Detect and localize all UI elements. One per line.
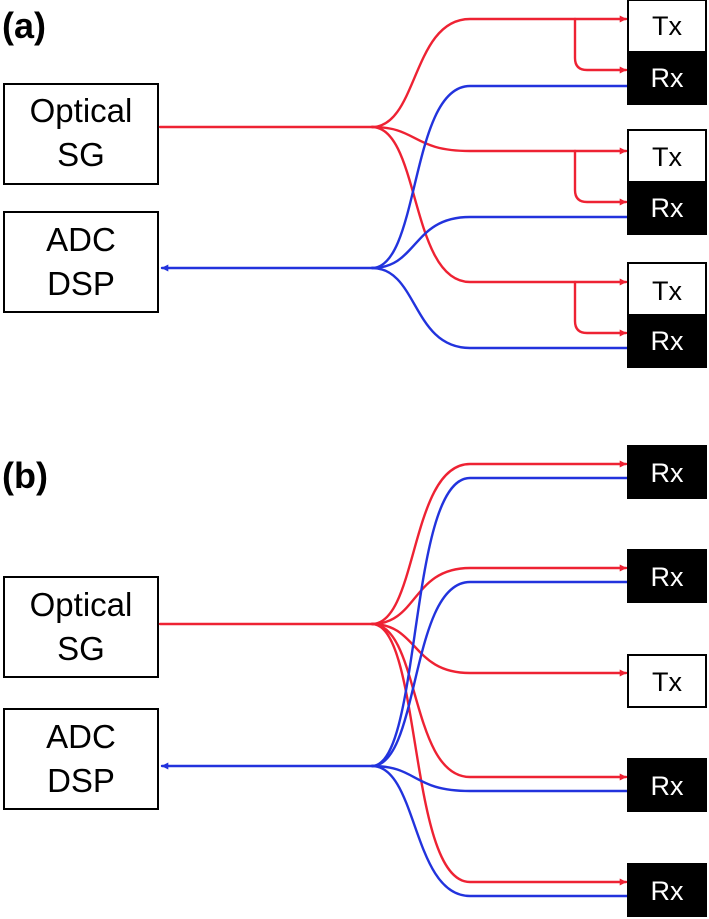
panel-b-port-rx-3: Rx [627, 758, 707, 812]
panel-a-port-rx-2: Rx [627, 181, 707, 235]
panel-b-adc-dsp-line1: ADC [46, 718, 116, 755]
panel-a-rx-branch-2 [370, 215, 630, 270]
panel-a-port-tx-1: Tx [627, 0, 707, 53]
panel-a-label: (a) [2, 5, 46, 46]
panel-b-optical-sg-line2: SG [57, 630, 105, 667]
panel-a-optical-sg-line2: SG [57, 136, 105, 173]
panel-a-tx-branch-2 [370, 125, 628, 155]
panel-b-tx-branch-2 [370, 564, 628, 626]
panel-b-port-rx-4: Rx [627, 863, 707, 917]
panel-b-rx-branch-4 [370, 764, 630, 898]
panel-a-port-tx-3: Tx [627, 262, 707, 316]
panel-b-tx-paths [158, 460, 628, 886]
panel-b-port-label: Rx [651, 876, 684, 906]
panel-a-port-rx-3: Rx [627, 314, 707, 368]
panel-a-ports: Tx Rx Tx Rx Tx Rx [627, 0, 707, 368]
panel-a-rx-paths [160, 84, 630, 350]
panel-a-loopback-1 [573, 17, 628, 74]
panel-b-rx-branch-2 [370, 580, 630, 768]
panel-a-port-label: Tx [652, 276, 682, 306]
panel-b-port-label: Rx [651, 562, 684, 592]
panel-a-tx-paths [158, 15, 628, 337]
panel-a-loopback-3 [573, 280, 628, 337]
panel-b-label: (b) [2, 455, 48, 496]
panel-a-port-label: Tx [652, 142, 682, 172]
panel-a-port-tx-2: Tx [627, 129, 707, 183]
panel-a-tx-branch-1 [370, 15, 628, 129]
panel-a-loopback-2 [573, 149, 628, 206]
panel-a-port-label: Rx [651, 326, 684, 356]
panel-a: (a) Optical SG ADC DSP [2, 0, 707, 368]
panel-a-rx-branch-1 [370, 84, 630, 270]
panel-a-port-label: Rx [651, 193, 684, 223]
panel-b-rx-branch-1 [370, 476, 630, 768]
panel-b-port-rx-1: Rx [627, 445, 707, 499]
panel-b-port-rx-2: Rx [627, 549, 707, 603]
panel-b-ports: Rx Rx Tx Rx Rx [627, 445, 707, 917]
panel-b-port-tx-1: Tx [627, 654, 707, 708]
panel-b-tx-branch-5 [370, 622, 628, 886]
panel-b-port-label: Rx [651, 771, 684, 801]
panel-b-rx-paths [160, 476, 630, 898]
panel-a-adc-dsp-line2: DSP [47, 265, 115, 302]
panel-a-optical-sg-line1: Optical [30, 92, 133, 129]
panel-a-port-label: Rx [651, 63, 684, 93]
panel-b: (b) Optical SG ADC DSP [2, 445, 707, 917]
panel-b-tx-branch-1 [370, 460, 628, 626]
panel-a-rx-branch-3 [370, 266, 630, 350]
panel-a-tx-branch-3 [370, 125, 628, 286]
panel-b-tx-branch-4 [370, 622, 628, 781]
panel-a-adc-dsp-line1: ADC [46, 221, 116, 258]
panel-b-rx-branch-3 [370, 764, 630, 793]
panel-b-adc-dsp-line2: DSP [47, 762, 115, 799]
panel-b-tx-branch-3 [370, 622, 628, 677]
panel-b-port-label: Rx [651, 458, 684, 488]
panel-b-optical-sg-box: Optical SG [3, 576, 159, 678]
panel-a-optical-sg-box: Optical SG [3, 83, 159, 185]
panel-b-port-label: Tx [652, 667, 682, 697]
panel-a-port-rx-1: Rx [627, 51, 707, 105]
panel-a-adc-dsp-box: ADC DSP [3, 211, 159, 313]
panel-b-adc-dsp-box: ADC DSP [3, 708, 159, 810]
panel-a-port-label: Tx [652, 11, 682, 41]
panel-b-optical-sg-line1: Optical [30, 586, 133, 623]
